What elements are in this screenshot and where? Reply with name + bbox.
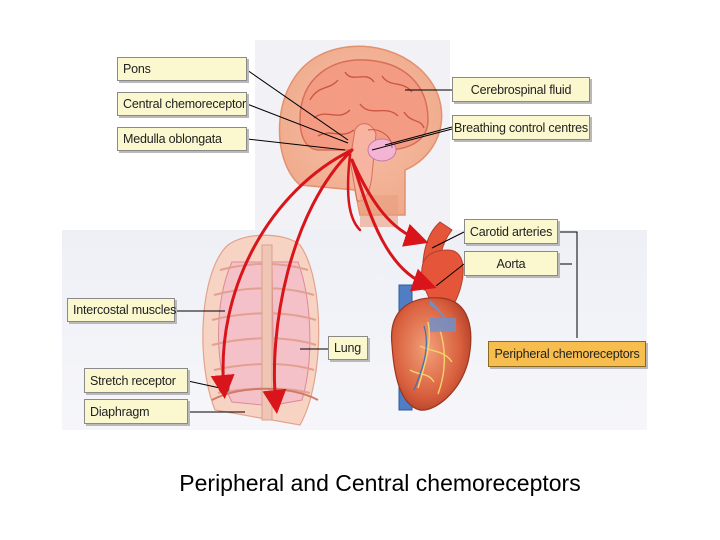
- label-stretch-receptor: Stretch receptor: [84, 368, 188, 393]
- leader-lines: [175, 69, 578, 413]
- label-diaphragm: Diaphragm: [84, 399, 188, 424]
- label-central-chemoreceptor: Central chemoreceptor: [117, 92, 247, 116]
- figure-caption: Peripheral and Central chemoreceptors: [179, 470, 581, 496]
- head-brain-drawing: [278, 45, 443, 227]
- label-carotid-arteries: Carotid arteries: [464, 219, 558, 244]
- label-pons: Pons: [117, 57, 247, 81]
- label-peripheral-chemoreceptors: Peripheral chemoreceptors: [488, 341, 646, 367]
- label-aorta: Aorta: [464, 251, 558, 276]
- ribcage-lungs-drawing: [202, 234, 320, 426]
- label-cerebrospinal-fluid: Cerebrospinal fluid: [452, 77, 590, 102]
- label-breathing-control-centres: Breathing control centres: [452, 115, 590, 140]
- label-medulla-oblongata: Medulla oblongata: [117, 127, 247, 151]
- nerve-arrows: [210, 148, 437, 414]
- label-lung: Lung: [328, 336, 368, 360]
- label-intercostal-muscles: Intercostal muscles: [67, 298, 176, 322]
